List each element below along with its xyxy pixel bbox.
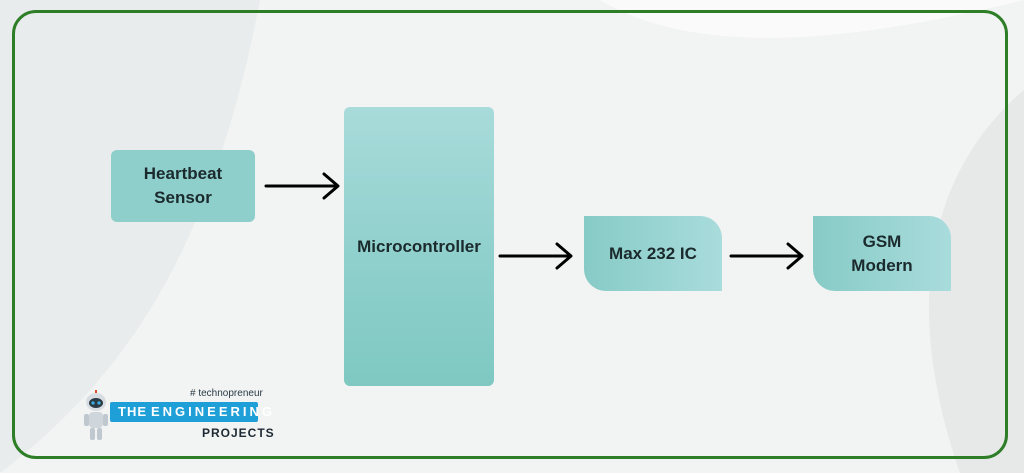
logo-engineering-text: ENGINEERING: [151, 404, 276, 419]
logo-tagline: # technopreneur: [190, 388, 263, 399]
max232-block: Max 232 IC: [584, 216, 722, 291]
engineering-projects-logo: # technopreneur THE ENGINEERING PROJECTS: [80, 388, 274, 444]
gsm-label-line2: Modern: [851, 255, 913, 275]
gsm-label-line1: GSM: [862, 231, 902, 251]
logo-the-text: THE: [118, 404, 147, 419]
sensor-label-line1: Heartbeat: [143, 164, 223, 183]
sensor-label-line2: Sensor: [154, 188, 212, 207]
gsm-modem-block: GSM Modern: [813, 216, 951, 291]
microcontroller-block: Microcontroller: [344, 107, 494, 386]
logo-band: [110, 402, 258, 422]
max232-label: Max 232 IC: [609, 243, 697, 263]
robot-mascot-icon: [84, 390, 108, 440]
logo-projects-text: PROJECTS: [202, 426, 275, 440]
microcontroller-label: Microcontroller: [357, 236, 481, 256]
heartbeat-sensor-block: Heartbeat Sensor: [111, 150, 255, 222]
diagram-frame: [12, 10, 1008, 459]
